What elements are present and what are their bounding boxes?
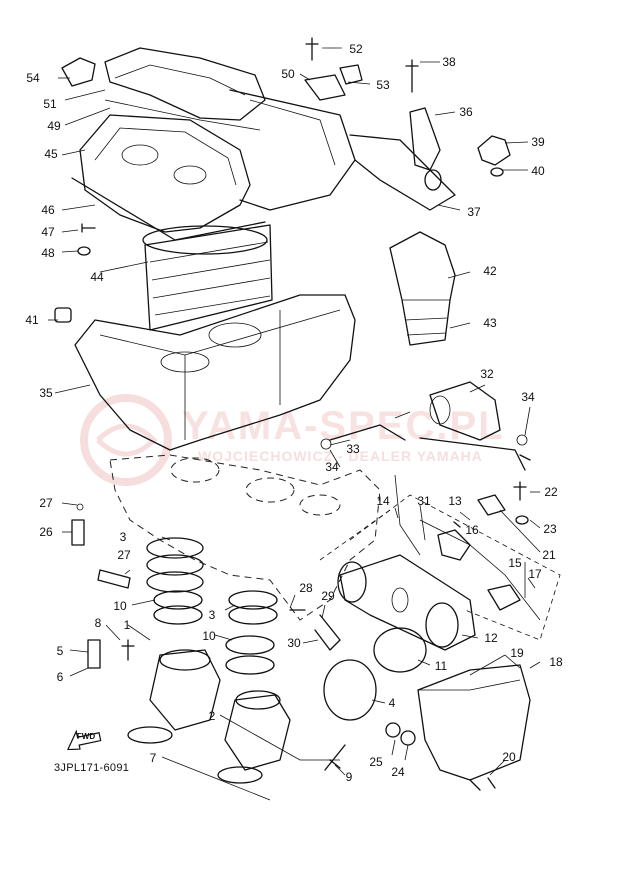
callout-31: 31 xyxy=(417,494,431,508)
air-box-cover xyxy=(61,47,356,241)
callout-37: 37 xyxy=(467,205,481,219)
bracket-assembly xyxy=(304,37,511,211)
drawing-code: 3JPL171-6091 xyxy=(54,762,130,774)
air-box-case xyxy=(54,294,356,451)
fwd-label: FWD xyxy=(76,732,96,741)
callout-35: 35 xyxy=(39,386,53,400)
fasteners xyxy=(77,223,529,528)
callout-45: 45 xyxy=(44,147,58,161)
callout-10a: 10 xyxy=(113,599,127,613)
side-cover xyxy=(417,664,531,791)
callout-41: 41 xyxy=(25,313,39,327)
callout-27b: 27 xyxy=(117,548,131,562)
callout-39: 39 xyxy=(531,135,545,149)
callout-44: 44 xyxy=(90,270,104,284)
callout-27a: 27 xyxy=(39,496,53,510)
callout-9: 9 xyxy=(345,770,353,784)
callout-13: 13 xyxy=(448,494,462,508)
callout-18: 18 xyxy=(549,655,563,669)
carburetor-assembly xyxy=(319,474,561,651)
callout-33: 33 xyxy=(346,442,360,456)
callout-32: 32 xyxy=(480,367,494,381)
callout-15: 15 xyxy=(508,556,522,570)
callout-7: 7 xyxy=(149,751,157,765)
callout-48: 48 xyxy=(41,246,55,260)
callout-1: 1 xyxy=(123,618,131,632)
engine-outline xyxy=(109,454,381,621)
canister xyxy=(320,381,531,471)
callout-3a: 3 xyxy=(119,530,127,544)
breather-hose xyxy=(389,231,456,346)
callout-46: 46 xyxy=(41,203,55,217)
callout-17: 17 xyxy=(528,567,542,581)
callout-38: 38 xyxy=(442,55,456,69)
callout-19: 19 xyxy=(510,646,524,660)
callout-12: 12 xyxy=(484,631,498,645)
callout-26: 26 xyxy=(39,525,53,539)
callout-24: 24 xyxy=(391,765,405,779)
callout-5: 5 xyxy=(56,644,64,658)
callout-51: 51 xyxy=(43,97,57,111)
callout-43: 43 xyxy=(483,316,497,330)
callout-22: 22 xyxy=(544,485,558,499)
callout-20: 20 xyxy=(502,750,516,764)
callout-47: 47 xyxy=(41,225,55,239)
callout-28: 28 xyxy=(299,581,313,595)
callout-36: 36 xyxy=(459,105,473,119)
callout-2: 2 xyxy=(208,709,216,723)
intake-joints xyxy=(71,503,427,784)
callout-10b: 10 xyxy=(202,629,216,643)
leader-lines xyxy=(48,47,541,801)
callout-11: 11 xyxy=(434,659,448,673)
callout-50: 50 xyxy=(281,67,295,81)
callout-14: 14 xyxy=(376,494,390,508)
callout-40: 40 xyxy=(531,164,545,178)
callout-3b: 3 xyxy=(208,608,216,622)
callout-54: 54 xyxy=(26,71,40,85)
callout-34b: 34 xyxy=(325,460,339,474)
callout-34a: 34 xyxy=(521,390,535,404)
callout-21: 21 xyxy=(542,548,556,562)
callout-29: 29 xyxy=(321,589,335,603)
callout-16: 16 xyxy=(465,523,479,537)
callout-6: 6 xyxy=(56,670,64,684)
callout-52: 52 xyxy=(349,42,363,56)
callout-42: 42 xyxy=(483,264,497,278)
callout-23: 23 xyxy=(543,522,557,536)
callout-8: 8 xyxy=(94,616,102,630)
forward-arrow-icon xyxy=(66,729,102,750)
callout-49: 49 xyxy=(47,119,61,133)
callout-53: 53 xyxy=(376,78,390,92)
filter-element xyxy=(142,224,273,331)
callout-4: 4 xyxy=(388,696,396,710)
callout-25: 25 xyxy=(369,755,383,769)
callout-30: 30 xyxy=(287,636,301,650)
